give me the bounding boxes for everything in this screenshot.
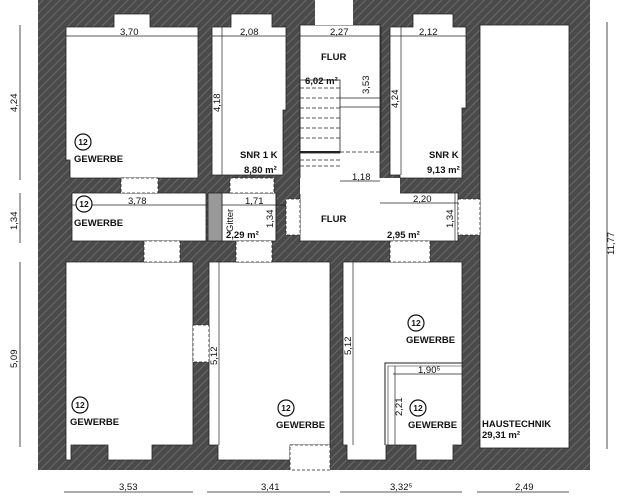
- room-flur-top-entry: [315, 0, 353, 25]
- dim-top-208: 2,08: [240, 27, 259, 38]
- room-gewerbe-sw: [65, 261, 194, 461]
- label-snr-k: SNR K: [429, 150, 459, 161]
- dim-v-512-left: 5,12: [209, 347, 220, 366]
- dim-right-1177: 11,77: [606, 232, 617, 255]
- gitter-grate: [207, 192, 223, 242]
- label-snr-1k: SNR 1 K: [240, 150, 278, 161]
- label-haustechnik: HAUSTECHNIK: [482, 419, 551, 430]
- dim-h-118: 1,18: [352, 172, 371, 183]
- dim-top-227: 2,27: [330, 27, 349, 38]
- dim-h-1905: 1,90⁵: [418, 365, 440, 376]
- dim-h-378: 3,78: [128, 196, 147, 207]
- room-number-sw: 12: [75, 400, 85, 410]
- partition-gewerbe-se-small: [384, 362, 462, 445]
- dim-v-418: 4,18: [212, 94, 223, 113]
- label-flur-top: FLUR: [321, 52, 346, 63]
- room-number-nw: 12: [78, 137, 88, 147]
- room-gewerbe-w-small: [71, 192, 207, 242]
- dim-bottom-341: 3,41: [261, 482, 280, 493]
- area-flur-top: 6,02 m²: [305, 76, 338, 87]
- dim-v-134-right: 1,34: [445, 210, 456, 229]
- label-gewerbe-w-small: GEWERBE: [74, 218, 123, 229]
- dim-top-370: 3,70: [120, 27, 139, 38]
- dim-left-134: 1,34: [9, 212, 20, 231]
- room-flur-mid: [299, 192, 459, 242]
- room-number-se: 12: [411, 318, 421, 328]
- dim-left-424: 4,24: [9, 94, 20, 113]
- staircase: [299, 79, 380, 167]
- area-flur-mid: 2,95 m²: [387, 230, 420, 241]
- label-gewerbe-nw: GEWERBE: [74, 154, 123, 165]
- room-number-s: 12: [281, 403, 291, 413]
- room-haustechnik: [479, 24, 570, 449]
- dim-bottom-353: 3,53: [119, 482, 138, 493]
- dim-v-134-mid: 1,34: [265, 210, 276, 229]
- dim-h-220: 2,20: [413, 194, 432, 205]
- dim-left-509: 5,09: [9, 350, 20, 369]
- label-gewerbe-se-small: GEWERBE: [408, 420, 457, 431]
- label-gewerbe-sw: GEWERBE: [70, 417, 119, 428]
- dim-v-221: 2,21: [394, 398, 405, 417]
- dim-v-424-right: 4,24: [390, 90, 401, 109]
- label-gitter: Gitter: [225, 209, 236, 232]
- area-gitter: 2,29 m²: [226, 230, 259, 241]
- room-gewerbe-se: [342, 261, 463, 461]
- label-gewerbe-se: GEWERBE: [406, 335, 455, 346]
- flur-connector: [300, 178, 400, 194]
- dim-bottom-249: 2,49: [515, 482, 534, 493]
- area-haustechnik: 29,31 m²: [482, 430, 520, 441]
- label-flur-mid: FLUR: [321, 214, 346, 225]
- area-snr-k: 9,13 m²: [427, 165, 460, 176]
- room-gewerbe-nw: [65, 13, 199, 179]
- area-snr-1k: 8,80 m²: [244, 165, 277, 176]
- dim-bottom-3325: 3,32⁵: [390, 482, 412, 493]
- dim-v-512-right: 5,12: [343, 337, 354, 356]
- room-snr-k: [389, 13, 467, 179]
- room-snr-1k: [211, 13, 287, 176]
- dim-top-212: 2,12: [419, 27, 438, 38]
- room-number-w-small: 12: [79, 199, 89, 209]
- dim-h-171: 1,71: [245, 196, 264, 207]
- dim-v-353: 3,53: [361, 76, 372, 95]
- room-number-se-small: 12: [413, 403, 423, 413]
- label-gewerbe-s: GEWERBE: [276, 420, 325, 431]
